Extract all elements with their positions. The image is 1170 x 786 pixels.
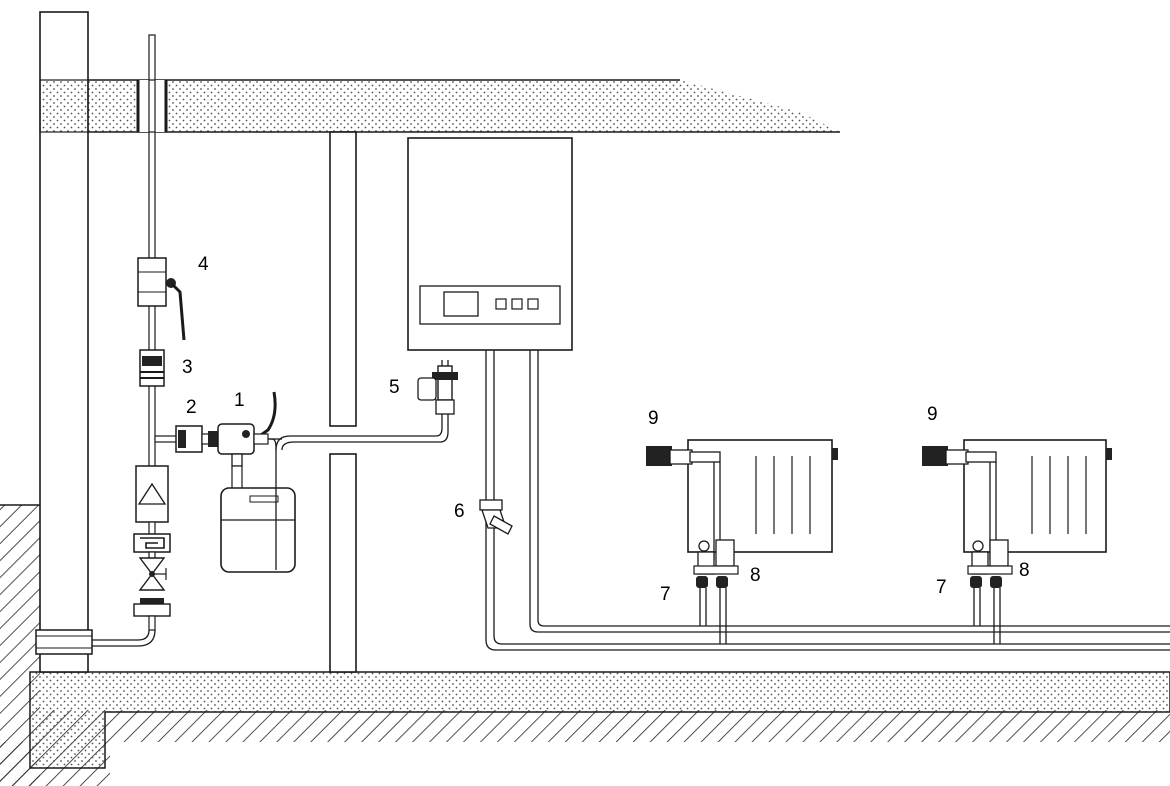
label-3: 3: [182, 357, 193, 378]
thermostatic-valve-9b: [922, 446, 997, 560]
boiler-gas-valve-5: [417, 365, 458, 415]
label-9b: 9: [927, 404, 938, 425]
gas-meter: [220, 465, 296, 573]
label-8b: 8: [1019, 560, 1030, 581]
radiator-connector-2: [967, 539, 1013, 644]
label-9a: 9: [648, 408, 659, 429]
gas-cock-1: [217, 391, 277, 467]
filter-box: [135, 465, 169, 535]
gas-supply-pipe: [268, 360, 449, 570]
branch-pipe: [154, 425, 221, 453]
inner-wall: [329, 131, 357, 673]
label-7b: 7: [936, 577, 947, 598]
pressure-regulator: [133, 533, 171, 559]
shutoff-valve-lower: [92, 557, 171, 647]
ground-hatching: [0, 504, 1170, 786]
coupling-3: [139, 349, 165, 387]
label-8a: 8: [750, 565, 761, 586]
flue-column: [35, 11, 93, 673]
label-5: 5: [389, 377, 400, 398]
label-6: 6: [454, 501, 465, 522]
floor-slab: [29, 671, 1170, 769]
heating-pipes: [485, 350, 1170, 651]
label-1: 1: [234, 390, 245, 411]
strainer-6: [479, 499, 513, 535]
radiator-connector-1: [693, 539, 739, 644]
label-4: 4: [198, 254, 209, 275]
label-7a: 7: [660, 584, 671, 605]
ball-valve-4: [137, 257, 186, 341]
label-2: 2: [186, 397, 197, 418]
boiler: [407, 137, 573, 351]
